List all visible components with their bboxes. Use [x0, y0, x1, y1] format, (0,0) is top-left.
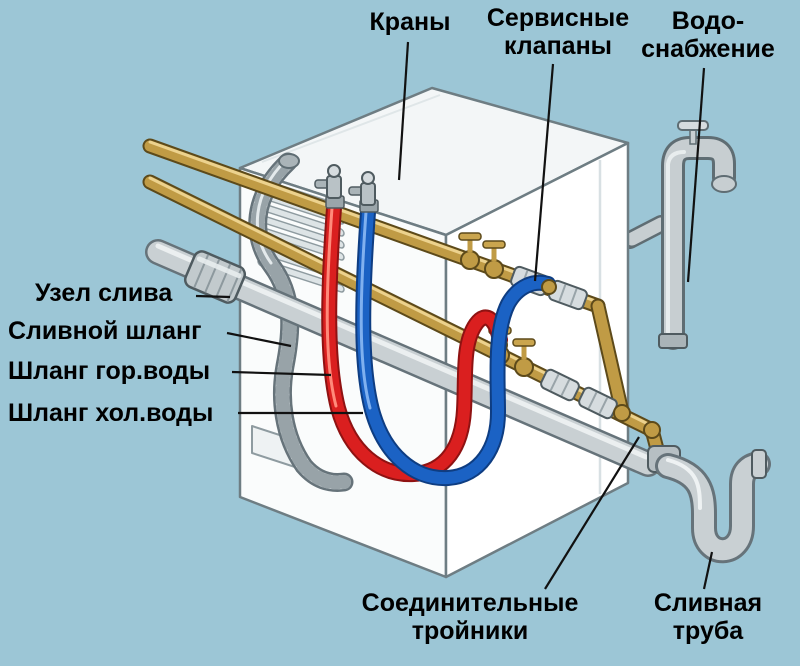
- label-service-valves: Сервисные клапаны: [486, 4, 630, 60]
- leader-water-supply: [686, 67, 706, 283]
- tap-handle: [361, 171, 375, 185]
- label-drain-pipe: Сливная труба: [653, 589, 763, 645]
- trap-outlet-flange: [751, 449, 767, 479]
- drain-unit-coupling-graphic: [183, 250, 247, 304]
- faucet-handle: [677, 120, 709, 131]
- tee-fittings-graphic: [613, 404, 661, 439]
- leader-hot-hose: [231, 370, 332, 377]
- hose-nut: [541, 279, 557, 295]
- faucet-bottom-nut: [658, 333, 688, 349]
- label-water-supply: Водо- снабжение: [641, 7, 775, 63]
- leader-tees: [544, 436, 640, 590]
- label-drain-unit: Узел слива: [35, 279, 173, 307]
- label-taps: Краны: [369, 8, 451, 36]
- leader-taps: [397, 41, 410, 181]
- hose-top-connector: [278, 153, 300, 169]
- machine-lid-seam: [261, 94, 441, 163]
- label-cold-water-hose: Шланг хол.воды: [8, 399, 214, 427]
- valve-handle: [482, 240, 506, 249]
- inlet-taps-graphic: [314, 164, 376, 206]
- leader-drain-unit: [195, 294, 231, 299]
- tap-handle: [327, 164, 341, 178]
- valve-handle: [458, 232, 482, 241]
- valve-handle: [512, 338, 536, 347]
- label-connection-tees: Соединительные тройники: [361, 589, 579, 645]
- leader-service-valves: [533, 63, 555, 282]
- leader-drain-pipe: [702, 551, 714, 590]
- label-hot-water-hose: Шланг гор.воды: [8, 357, 211, 385]
- washing-machine-graphic: [238, 86, 630, 579]
- drain-trap-graphic: [647, 445, 771, 564]
- leader-lines: [195, 41, 714, 590]
- label-drain-hose: Сливной шланг: [8, 317, 202, 345]
- leader-drain-hose: [226, 331, 292, 348]
